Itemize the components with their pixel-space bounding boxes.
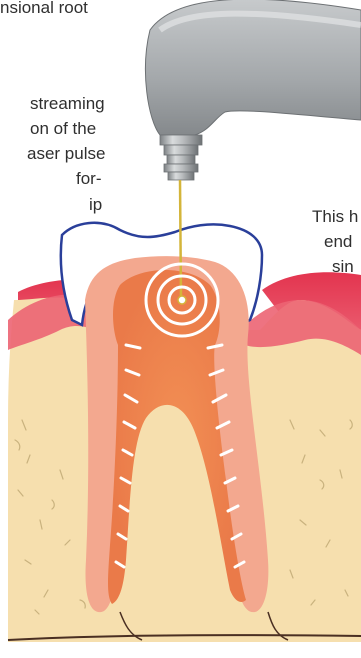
- dental-laser-handpiece-icon: [145, 0, 361, 180]
